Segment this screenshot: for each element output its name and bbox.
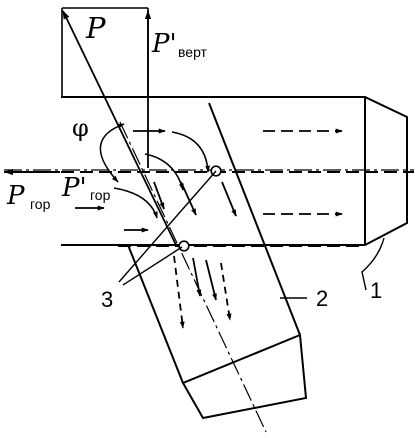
centerlines: [4, 121, 414, 433]
flow-arrows-branch: [153, 181, 237, 301]
branch-pipe: [127, 102, 308, 420]
label-p-hor: P: [6, 181, 25, 211]
label-p: P: [85, 11, 106, 45]
label-p-hor-prime-sub: гор: [90, 187, 111, 203]
flow-arrows-branch-dashed: [173, 255, 232, 329]
label-2: 2: [316, 286, 328, 311]
label-p-vert: P': [151, 29, 177, 59]
label-phi: φ: [72, 114, 89, 142]
flow-arrows-main: [75, 128, 166, 233]
label-p-vert-sub: верт: [178, 44, 208, 60]
label-p-hor-sub: гор: [30, 196, 51, 212]
flow-arrows-curved: [113, 131, 211, 219]
separation-node-lower: [178, 240, 190, 252]
angle-phi-arc: [99, 123, 125, 183]
label-3: 3: [101, 287, 113, 312]
leader-lines: [118, 170, 385, 299]
label-1: 1: [370, 278, 382, 303]
separation-lines: [4, 171, 414, 247]
flow-arrows-dashed: [263, 128, 343, 217]
label-p-hor-prime: P': [61, 173, 87, 203]
